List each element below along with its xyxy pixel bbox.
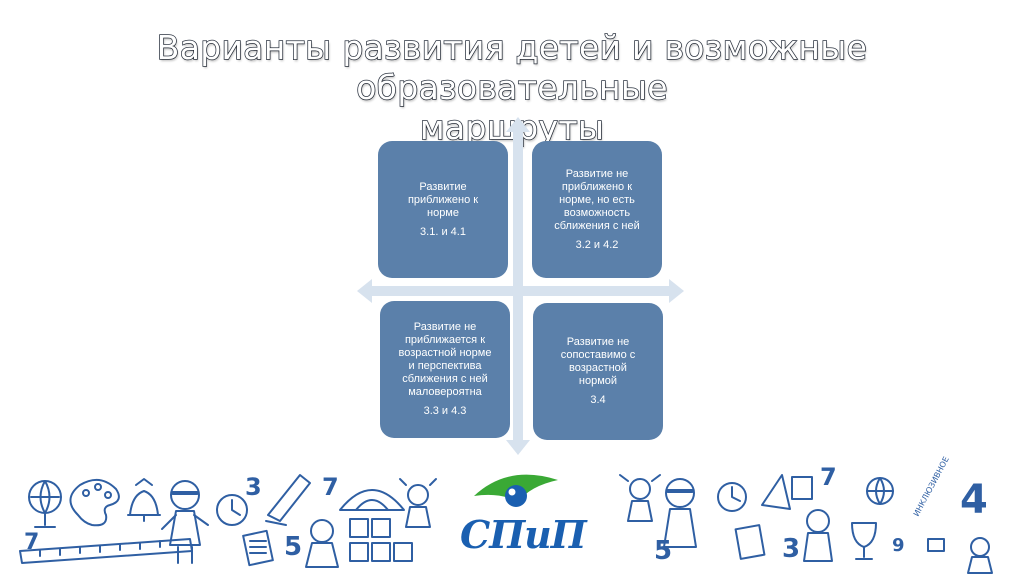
axis-arrow-left: [357, 279, 372, 303]
bell-icon: [127, 478, 161, 522]
axis-arrow-up: [506, 117, 530, 132]
decor-digit: 7: [322, 473, 339, 501]
poster-card-icon: [791, 476, 813, 500]
quadrant-bottom-left: Развитие не приближается к возрастной но…: [380, 301, 510, 438]
boy-character-right-icon: [663, 478, 697, 548]
boy-character-icon: [161, 480, 209, 564]
quadrant-code: 3.3 и 4.3: [423, 405, 467, 417]
decor-digit: 7: [24, 530, 39, 555]
notebook-right-icon: [734, 524, 766, 560]
globe-right-icon: [866, 477, 894, 505]
notebook-icon: [242, 529, 274, 567]
clock-right-icon: [717, 482, 747, 512]
title-line-1: Варианты развития детей и возможные обра…: [156, 27, 868, 108]
decor-digit: 3: [245, 473, 262, 501]
decor-digit: 5: [284, 532, 302, 562]
quadrant-label: Развитие не приближено к норме, но есть …: [554, 167, 640, 232]
quadrant-code: 3.1. и 4.1: [420, 225, 466, 238]
trophy-icon: [851, 522, 877, 560]
axis-arrow-down: [506, 440, 530, 455]
decor-digit: 9: [892, 535, 905, 556]
quadrant-label: Развитие не приближается к возрастной но…: [398, 321, 492, 398]
quadrant-code: 3.4: [590, 394, 606, 406]
spip-logo: СПиП: [460, 462, 587, 566]
horizontal-axis: [368, 286, 673, 296]
ruler-icon: [19, 538, 193, 564]
girl-character-icon: [305, 519, 339, 568]
girl-with-bows-right-icon: [619, 474, 661, 522]
axis-arrow-right: [669, 279, 684, 303]
logo-text: СПиП: [460, 512, 587, 557]
girl-with-bows-icon: [399, 478, 437, 528]
quadrant-top-left: Развитие приближено к норме 3.1. и 4.1: [378, 141, 508, 278]
stapler-icon: [265, 474, 311, 526]
clock-icon: [216, 494, 248, 526]
quadrant-label: Развитие не сопоставимо с возрастной нор…: [560, 336, 636, 387]
quadrant-top-right: Развитие не приближено к норме, но есть …: [532, 141, 662, 278]
palette-icon: [69, 478, 120, 527]
protractor-icon: [339, 489, 405, 511]
decor-digit: 7: [820, 463, 837, 491]
page-title: Варианты развития детей и возможные обра…: [0, 27, 1024, 148]
decor-digit: 3: [782, 534, 800, 564]
picture-cards-icon: [349, 518, 413, 562]
small-card-icon: [927, 538, 945, 552]
school-doodles-decoration: 3 7 7 5 5 3 7 9 4 ИНКЛЮЗИВНОЕ ОБРАЗОВАНИ…: [19, 455, 993, 574]
quadrant-label: Развитие приближено к норме: [407, 180, 479, 219]
quadrant-bottom-right: Развитие не сопоставимо с возрастной нор…: [533, 303, 663, 440]
girl-right-icon: [967, 537, 993, 574]
logo-eye-icon: [474, 474, 558, 507]
globe-icon: [28, 480, 62, 528]
quadrant-code: 3.2 и 4.2: [575, 238, 619, 251]
triangle-ruler-icon: [761, 474, 791, 510]
boy-small-icon: [803, 509, 833, 562]
decor-digit: 4: [960, 477, 988, 523]
decor-digit: 5: [654, 536, 672, 566]
